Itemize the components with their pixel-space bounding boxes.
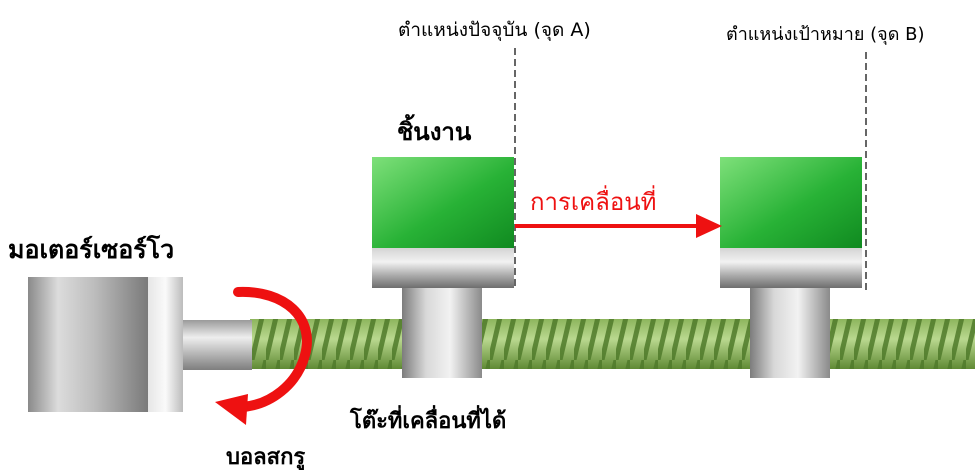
current-position-label: ตำแหน่งปัจจุบัน (จุด A): [398, 19, 591, 42]
servo-motor-label: มอเตอร์เซอร์โว: [8, 234, 174, 264]
servo-motor: [28, 277, 183, 412]
target-position-label: ตำแหน่งเป้าหมาย (จุด B): [726, 24, 925, 45]
ball-screw-label: บอลสกรู: [226, 445, 305, 471]
movable-table-a: [372, 157, 514, 378]
motor-shaft: [182, 320, 252, 370]
workpiece-a: [372, 157, 514, 248]
workpiece-label: ชิ้นงาน: [397, 113, 472, 146]
rotation-arrow: [215, 286, 312, 425]
workpiece-b: [720, 157, 862, 248]
movable-table-b: [720, 157, 862, 378]
movable-table-label: โต๊ะที่เคลื่อนที่ได้: [349, 404, 506, 434]
ball-screw: [250, 319, 975, 369]
movement-arrow: [515, 214, 722, 238]
movement-label: การเคลื่อนที่: [530, 185, 657, 216]
